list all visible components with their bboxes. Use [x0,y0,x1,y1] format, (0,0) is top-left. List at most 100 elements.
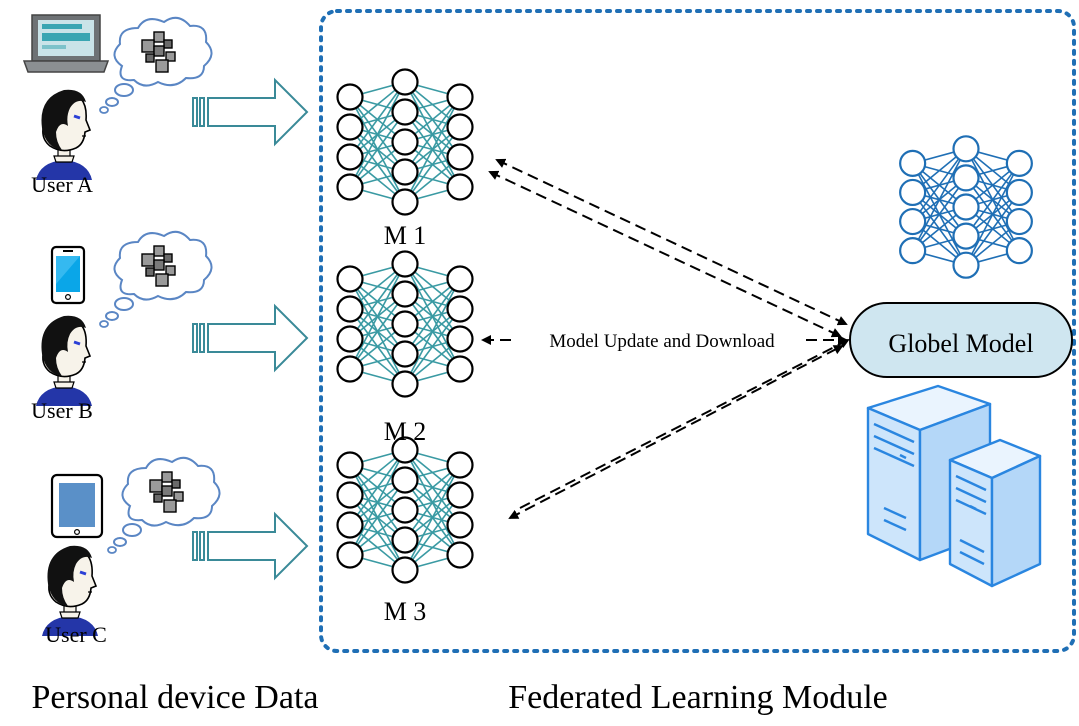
network-node [446,481,474,509]
network-edge [404,126,461,203]
network-edge [404,278,461,385]
network-edge [911,148,967,252]
network-node [446,325,474,353]
neural-network-icon [336,250,474,398]
neural-network-icon [899,135,1033,279]
network-edge [349,111,406,188]
network-node [1005,149,1033,177]
network-edge [349,449,406,556]
tablet-icon [50,473,104,539]
upload-arrow [508,345,844,519]
user-label: User A [31,172,93,197]
network-edge [404,464,461,571]
network-node [446,541,474,569]
federated-module-border [319,9,1076,653]
local-model-label: M 3 [384,597,427,626]
network-node [391,188,419,216]
network-node [336,83,364,111]
thought-bubble-icon [107,456,221,554]
laptop-icon [22,14,110,73]
network-node [336,451,364,479]
exchange-label: Model Update and Download [549,331,775,352]
upload-arrow [495,158,848,326]
network-node [336,325,364,353]
person-icon [34,88,94,182]
network-node [391,250,419,278]
caption-fl-module: Federated Learning Module [508,679,888,716]
neural-network-icon [336,68,474,216]
network-node [391,370,419,398]
network-edge [349,81,406,158]
caption-personal-data: Personal device Data [32,679,319,716]
data-transfer-arrow [192,305,308,371]
network-node [391,98,419,126]
network-edge [349,293,406,370]
network-node [899,178,927,207]
network-edge [404,278,461,355]
network-node [391,436,419,464]
network-node [446,83,474,111]
network-edge [912,148,967,223]
network-edge [349,263,406,340]
network-node [446,511,474,539]
data-transfer-arrow [192,513,308,579]
network-edge [404,464,461,541]
network-node [391,466,419,494]
network-node [336,265,364,293]
neural-network-icon [336,436,474,584]
network-node [336,355,364,383]
network-node [1005,207,1033,236]
data-transfer-arrow [192,79,308,145]
network-node [446,295,474,323]
network-node [446,355,474,383]
smartphone-icon [50,245,86,305]
network-edge [349,479,406,556]
network-node [1005,237,1033,265]
download-arrow [488,170,842,338]
network-edge [912,177,967,252]
network-node [336,173,364,201]
network-node [899,237,927,265]
thought-bubble-icon [99,230,213,328]
network-node [446,113,474,141]
network-node [391,158,419,186]
network-node [952,135,980,163]
network-node [391,496,419,524]
network-node [391,68,419,96]
network-node [391,340,419,368]
local-model-label: M 2 [384,417,427,446]
network-edge [404,308,461,385]
network-node [336,481,364,509]
network-edge [965,162,1021,266]
network-edge [404,96,461,203]
network-edge [404,96,461,173]
exchange-arrows [481,158,850,519]
network-node [391,556,419,584]
network-edge [404,494,461,571]
network-node [336,295,364,323]
network-node [336,541,364,569]
network-node [446,173,474,201]
server-icon [866,384,1042,588]
global-model-label: Globel Model [888,329,1033,358]
network-node [391,280,419,308]
network-node [391,526,419,554]
network-edge [965,191,1020,266]
network-edge [965,162,1020,237]
local-models [336,68,1033,584]
network-node [952,164,980,192]
network-edge [349,263,406,370]
network-node [446,143,474,171]
network-edge [349,81,406,188]
network-node [899,149,927,177]
network-node [952,193,980,221]
local-model-label: M 1 [384,221,427,250]
network-node [336,511,364,539]
network-node [391,128,419,156]
person-icon [34,314,94,408]
network-node [952,222,980,250]
network-node [446,265,474,293]
network-node [952,251,980,279]
network-node [391,310,419,338]
